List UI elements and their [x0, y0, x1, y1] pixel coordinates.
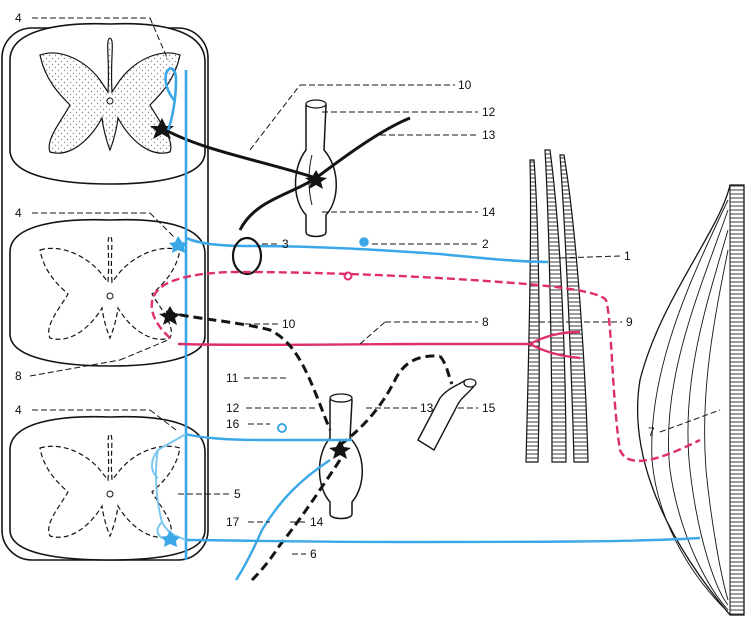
label-13-top: 13 [482, 128, 496, 142]
sympathetic-fiber-upper [161, 116, 411, 231]
ganglion-neuron-lower-icon [329, 440, 351, 459]
motor-neuron-icon [169, 236, 188, 253]
label-4-top: 4 [15, 11, 22, 25]
skeletal-muscle [637, 184, 745, 616]
spinal-cord-section-top [9, 22, 206, 185]
label-10-top: 10 [458, 78, 472, 92]
label-14-top: 14 [482, 205, 496, 219]
label-16: 16 [226, 417, 240, 431]
figure-labels: 4 10 12 13 14 4 3 2 1 9 10 8 8 11 4 12 1… [15, 11, 655, 561]
sympathetic-ganglion-lower [318, 393, 363, 520]
label-12-bottom: 12 [226, 401, 240, 415]
spinal-ganglion-ring [231, 236, 263, 276]
label-7: 7 [648, 425, 655, 439]
sympathetic-ganglion-upper [294, 99, 337, 238]
afferent-fiber-magenta [177, 330, 581, 360]
neuron-body-middle-icon [159, 306, 181, 325]
ganglion-neuron-upper-icon [305, 170, 327, 189]
label-1: 1 [624, 249, 631, 263]
afferent-node-icon [343, 271, 353, 281]
grey-matter-top [39, 37, 181, 154]
label-14-bottom: 14 [310, 515, 324, 529]
label-17: 17 [226, 515, 240, 529]
label-3: 3 [282, 237, 289, 251]
muscle-fiber-bundle [525, 149, 589, 463]
label-9: 9 [626, 315, 633, 329]
label-5: 5 [234, 487, 241, 501]
leader-lines [29, 17, 721, 555]
label-8-left: 8 [15, 369, 22, 383]
label-2: 2 [482, 237, 489, 251]
label-10-middle: 10 [282, 317, 296, 331]
label-11: 11 [226, 371, 239, 385]
label-13-bottom: 13 [420, 401, 434, 415]
label-15: 15 [482, 401, 496, 415]
neuron-body-upper-icon [150, 118, 174, 139]
label-8-right: 8 [482, 315, 489, 329]
motor-neuron-lower-icon [161, 530, 180, 547]
blood-vessel [417, 378, 477, 451]
label-4-middle: 4 [15, 206, 22, 220]
label-4-bottom: 4 [15, 403, 22, 417]
label-12-top: 12 [482, 105, 496, 119]
afferent-fiber-magenta-dashed [150, 270, 701, 463]
motor-fiber-lower [185, 423, 701, 581]
label-6: 6 [310, 547, 317, 561]
